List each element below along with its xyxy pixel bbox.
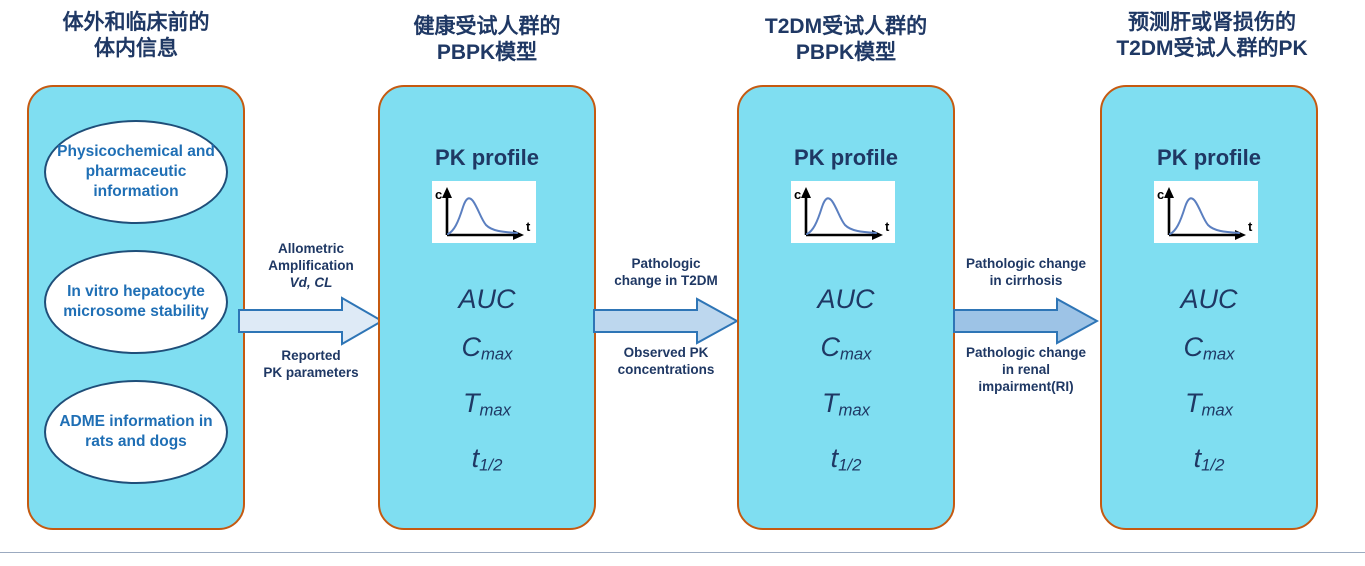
pk-param-auc-4-text: AUC	[1180, 284, 1238, 314]
pk-param-auc-3-text: AUC	[817, 284, 875, 314]
connector-1-top-line2: Amplification	[268, 258, 354, 273]
pk-profile-title-2: PK profile	[435, 145, 539, 170]
pk-parameter-list-4: AUC Cmax Tmax t1/2	[1102, 275, 1316, 490]
pk-profile-chart-3: c t	[791, 181, 895, 243]
ellipse-adme-information: ADME information in rats and dogs	[44, 380, 228, 484]
pk-param-tmax-4: Tmax	[1102, 379, 1316, 435]
pk-param-tmax-3: Tmax	[739, 379, 953, 435]
pk-parameter-list-3: AUC Cmax Tmax t1/2	[739, 275, 953, 490]
pk-param-cmax-2-sub: max	[480, 344, 513, 364]
pk-param-thalf-3-text: t	[830, 443, 839, 474]
pk-param-cmax-2-text: C	[461, 332, 481, 362]
pk-param-tmax-3-sub: max	[838, 400, 871, 420]
pk-param-tmax-4-sub: max	[1201, 400, 1234, 420]
connector-1: Allometric Amplification Vd, CL Reported…	[237, 240, 385, 380]
pk-parameter-list-2: AUC Cmax Tmax t1/2	[380, 275, 594, 490]
pk-param-thalf-3: t1/2	[739, 434, 953, 490]
connector-3-top-line2: in cirrhosis	[989, 273, 1063, 288]
connector-3-top-label: Pathologic change in cirrhosis	[952, 255, 1100, 289]
svg-text:c: c	[794, 187, 801, 202]
pk-param-tmax-2-text: T	[462, 387, 480, 418]
connector-3-bottom-line1: Pathologic change	[965, 345, 1087, 360]
column-header-1-line2: 体内信息	[94, 37, 178, 60]
pk-param-cmax-4: Cmax	[1102, 323, 1316, 379]
connector-1-arrow-icon	[238, 296, 384, 346]
connector-3-bottom-line2: in renal	[1001, 362, 1050, 377]
ellipse-in-vitro-stability: In vitro hepatocyte microsome stability	[44, 250, 228, 354]
pk-param-thalf-4: t1/2	[1102, 434, 1316, 490]
svg-text:c: c	[435, 187, 442, 202]
connector-2-bottom-label: Observed PK concentrations	[592, 344, 740, 378]
connector-1-bottom-line2: PK parameters	[263, 365, 359, 380]
pk-profile-title-3: PK profile	[794, 145, 898, 170]
ellipse-in-vitro-stability-label: In vitro hepatocyte microsome stability	[63, 283, 209, 320]
connector-1-top-line1: Allometric	[277, 241, 345, 256]
svg-text:c: c	[1157, 187, 1164, 202]
connector-2-top-line2: change in T2DM	[614, 273, 718, 288]
connector-1-top-label: Allometric Amplification Vd, CL	[237, 240, 385, 291]
panel-healthy-pbpk: PK profile c t AUC Cmax Tmax	[378, 85, 596, 530]
pk-param-cmax-2: Cmax	[380, 323, 594, 379]
connector-2-arrow-icon	[593, 297, 739, 345]
connector-2: Pathologic change in T2DM Observed PK co…	[592, 255, 740, 385]
ellipse-physicochemical: Physicochemical and pharmaceutic informa…	[44, 120, 228, 224]
pk-param-thalf-2-text: t	[471, 443, 480, 474]
connector-1-bottom-line1: Reported	[281, 348, 341, 363]
svg-text:t: t	[526, 219, 531, 234]
pk-param-auc-3: AUC	[739, 275, 953, 323]
pk-param-tmax-4-text: T	[1184, 387, 1202, 418]
column-header-2-line2: PBPK模型	[436, 41, 538, 64]
connector-1-top-line3: Vd, CL	[289, 275, 333, 290]
pk-param-tmax-2-sub: max	[479, 400, 512, 420]
column-header-4-line2: T2DM受试人群的PK	[1116, 37, 1308, 60]
pk-param-cmax-4-sub: max	[1202, 344, 1235, 364]
pk-param-thalf-4-text: t	[1193, 443, 1202, 474]
pk-param-cmax-3-sub: max	[839, 344, 872, 364]
pk-param-thalf-4-sub: 1/2	[1201, 456, 1225, 476]
connector-2-bottom-line1: Observed PK	[623, 345, 709, 360]
connector-2-top-line1: Pathologic	[631, 256, 701, 271]
connector-1-bottom-label: Reported PK parameters	[237, 347, 385, 381]
panel-preclinical-info: Physicochemical and pharmaceutic informa…	[27, 85, 245, 530]
pk-param-thalf-3-sub: 1/2	[838, 456, 862, 476]
connector-3: Pathologic change in cirrhosis Pathologi…	[952, 255, 1100, 400]
column-header-1: 体外和临床前的 体内信息	[27, 10, 245, 62]
connector-2-top-label: Pathologic change in T2DM	[592, 255, 740, 289]
pk-param-thalf-2: t1/2	[380, 434, 594, 490]
column-header-4: 预测肝或肾损伤的 T2DM受试人群的PK	[1092, 10, 1332, 62]
pk-param-auc-4: AUC	[1102, 275, 1316, 323]
ellipse-adme-information-label: ADME information in rats and dogs	[59, 413, 213, 450]
pk-param-tmax-2: Tmax	[380, 379, 594, 435]
pk-param-cmax-3: Cmax	[739, 323, 953, 379]
pk-param-auc-2: AUC	[380, 275, 594, 323]
column-header-3: T2DM受试人群的 PBPK模型	[737, 14, 955, 66]
column-header-4-line1: 预测肝或肾损伤的	[1128, 11, 1296, 34]
connector-3-top-line1: Pathologic change	[965, 256, 1087, 271]
ellipse-physicochemical-label: Physicochemical and pharmaceutic informa…	[57, 143, 215, 200]
pk-profile-chart-2: c t	[432, 181, 536, 243]
panel-predicted-pk: PK profile c t AUC Cmax Tmax	[1100, 85, 1318, 530]
pk-param-cmax-4-text: C	[1183, 332, 1203, 362]
svg-text:t: t	[1248, 219, 1253, 234]
svg-text:t: t	[885, 219, 890, 234]
connector-3-bottom-line3: impairment(RI)	[978, 379, 1074, 394]
pk-param-thalf-2-sub: 1/2	[479, 456, 503, 476]
panel-t2dm-pbpk: PK profile c t AUC Cmax Tmax	[737, 85, 955, 530]
column-header-2: 健康受试人群的 PBPK模型	[378, 14, 596, 66]
connector-3-bottom-label: Pathologic change in renal impairment(RI…	[952, 344, 1100, 395]
pk-param-tmax-3-text: T	[821, 387, 839, 418]
column-header-2-line1: 健康受试人群的	[413, 15, 561, 38]
connector-3-arrow-icon	[953, 297, 1099, 345]
pk-profile-title-4: PK profile	[1157, 145, 1261, 170]
bottom-divider	[0, 552, 1365, 553]
pk-param-auc-2-text: AUC	[458, 284, 516, 314]
connector-2-bottom-line2: concentrations	[617, 362, 715, 377]
column-header-1-line1: 体外和临床前的	[62, 11, 210, 34]
pk-profile-chart-4: c t	[1154, 181, 1258, 243]
column-header-3-line1: T2DM受试人群的	[764, 15, 928, 38]
column-header-3-line2: PBPK模型	[795, 41, 897, 64]
pk-param-cmax-3-text: C	[820, 332, 840, 362]
